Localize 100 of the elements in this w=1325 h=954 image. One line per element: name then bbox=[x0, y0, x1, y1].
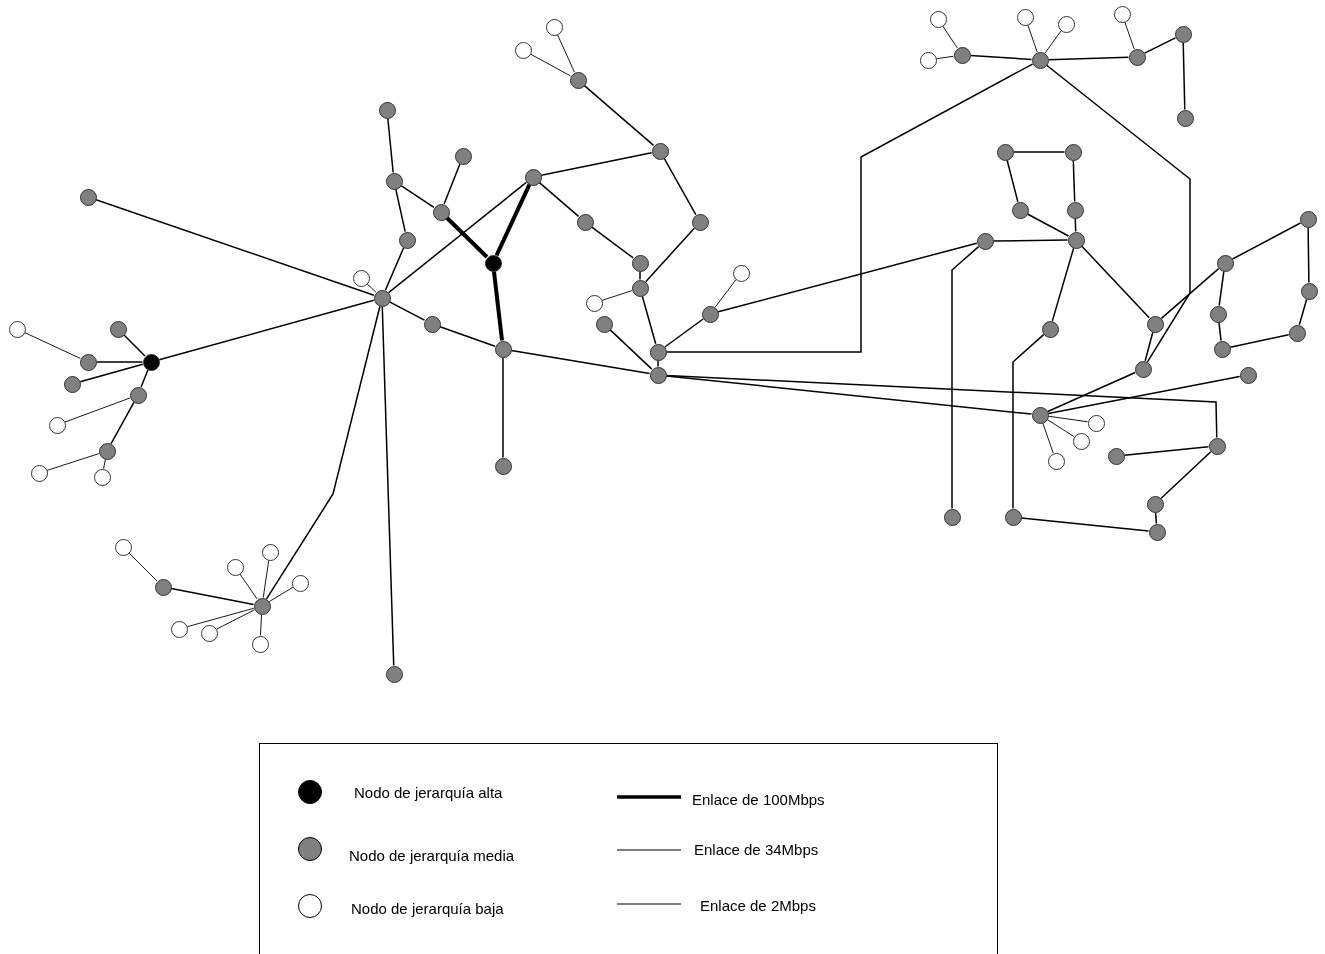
link-line bbox=[1307, 226, 1310, 284]
link-line bbox=[1047, 56, 1130, 61]
link-line bbox=[1051, 247, 1075, 322]
link-line bbox=[664, 318, 704, 348]
network-node bbox=[494, 340, 512, 358]
link-line bbox=[1047, 375, 1241, 415]
link-line bbox=[170, 587, 255, 606]
link-line bbox=[1143, 37, 1177, 54]
network-node bbox=[1128, 48, 1146, 66]
link-line bbox=[381, 305, 395, 667]
network-node bbox=[93, 468, 111, 486]
network-node bbox=[1148, 523, 1166, 541]
network-node bbox=[545, 18, 563, 36]
link-line bbox=[1012, 151, 1066, 153]
link-line bbox=[538, 181, 580, 218]
link-line bbox=[665, 63, 1034, 353]
link-line bbox=[942, 25, 958, 49]
link-line bbox=[1160, 451, 1212, 499]
network-node bbox=[514, 41, 532, 59]
link-line bbox=[969, 54, 1033, 61]
link-line bbox=[935, 55, 955, 60]
network-node bbox=[226, 558, 244, 576]
link-line bbox=[609, 329, 653, 370]
link-line bbox=[951, 245, 980, 510]
link-line bbox=[992, 239, 1069, 242]
link-line bbox=[1182, 41, 1186, 111]
network-node bbox=[398, 231, 416, 249]
network-node bbox=[251, 635, 269, 653]
link-line bbox=[502, 356, 504, 459]
link-line bbox=[1012, 333, 1045, 510]
link-line bbox=[140, 369, 149, 388]
link-line bbox=[216, 609, 255, 630]
link-line bbox=[400, 184, 435, 209]
link-line bbox=[395, 188, 406, 233]
link-line bbox=[1026, 213, 1070, 237]
network-node bbox=[63, 375, 81, 393]
link-line bbox=[24, 332, 81, 359]
network-node bbox=[1087, 414, 1105, 432]
link-line bbox=[439, 326, 496, 347]
network-node bbox=[8, 320, 26, 338]
link-line bbox=[1047, 415, 1089, 423]
network-node bbox=[649, 366, 667, 384]
network-node bbox=[253, 597, 271, 615]
link-line bbox=[510, 349, 651, 375]
network-node bbox=[129, 386, 147, 404]
link-line bbox=[388, 301, 426, 321]
network-node bbox=[109, 320, 127, 338]
network-node bbox=[585, 294, 603, 312]
network-node bbox=[649, 343, 667, 361]
link-line bbox=[1081, 245, 1150, 319]
network-node bbox=[1208, 437, 1226, 455]
link-line bbox=[641, 295, 657, 345]
network-node bbox=[1064, 143, 1082, 161]
link-line bbox=[95, 361, 144, 363]
link-line bbox=[186, 607, 255, 628]
network-node bbox=[1216, 254, 1234, 272]
link-line bbox=[494, 183, 532, 257]
network-node bbox=[1016, 8, 1034, 26]
network-node bbox=[919, 51, 937, 69]
legend-label: Nodo de jerarquía media bbox=[349, 847, 515, 864]
link-line bbox=[260, 614, 262, 636]
link-line bbox=[1046, 419, 1075, 437]
network-node bbox=[631, 254, 649, 272]
network-node bbox=[524, 168, 542, 186]
link-line bbox=[639, 270, 641, 281]
network-node bbox=[291, 574, 309, 592]
link-line bbox=[64, 397, 131, 423]
network-node bbox=[1107, 447, 1125, 465]
network-node bbox=[701, 305, 719, 323]
network-node bbox=[1041, 320, 1059, 338]
link-line bbox=[366, 283, 377, 293]
link-line bbox=[1045, 64, 1191, 363]
link-line bbox=[110, 401, 135, 445]
link-line bbox=[665, 375, 1033, 415]
link-line bbox=[239, 573, 258, 600]
link-line bbox=[591, 226, 634, 259]
link-line bbox=[387, 181, 528, 294]
network-node bbox=[631, 279, 649, 297]
link-line bbox=[601, 290, 633, 301]
network-node bbox=[1213, 340, 1231, 358]
network-node bbox=[114, 538, 132, 556]
network-node bbox=[432, 203, 450, 221]
network-node bbox=[576, 213, 594, 231]
network-node bbox=[1299, 210, 1317, 228]
legend-label: Enlace de 100Mbps bbox=[692, 791, 825, 808]
link-line bbox=[1218, 321, 1222, 342]
link-line bbox=[123, 334, 146, 357]
network-node bbox=[996, 143, 1014, 161]
network-node bbox=[1066, 201, 1084, 219]
network-node bbox=[732, 264, 750, 282]
link-line bbox=[384, 247, 405, 291]
network-node bbox=[494, 457, 512, 475]
link-line bbox=[1072, 159, 1076, 203]
network-node bbox=[929, 10, 947, 28]
legend-label: Nodo de jerarquía alta bbox=[354, 784, 503, 801]
link-line bbox=[79, 363, 144, 383]
network-node bbox=[98, 442, 116, 460]
link-line bbox=[530, 53, 571, 77]
link-line bbox=[1123, 446, 1210, 456]
network-node bbox=[454, 147, 472, 165]
